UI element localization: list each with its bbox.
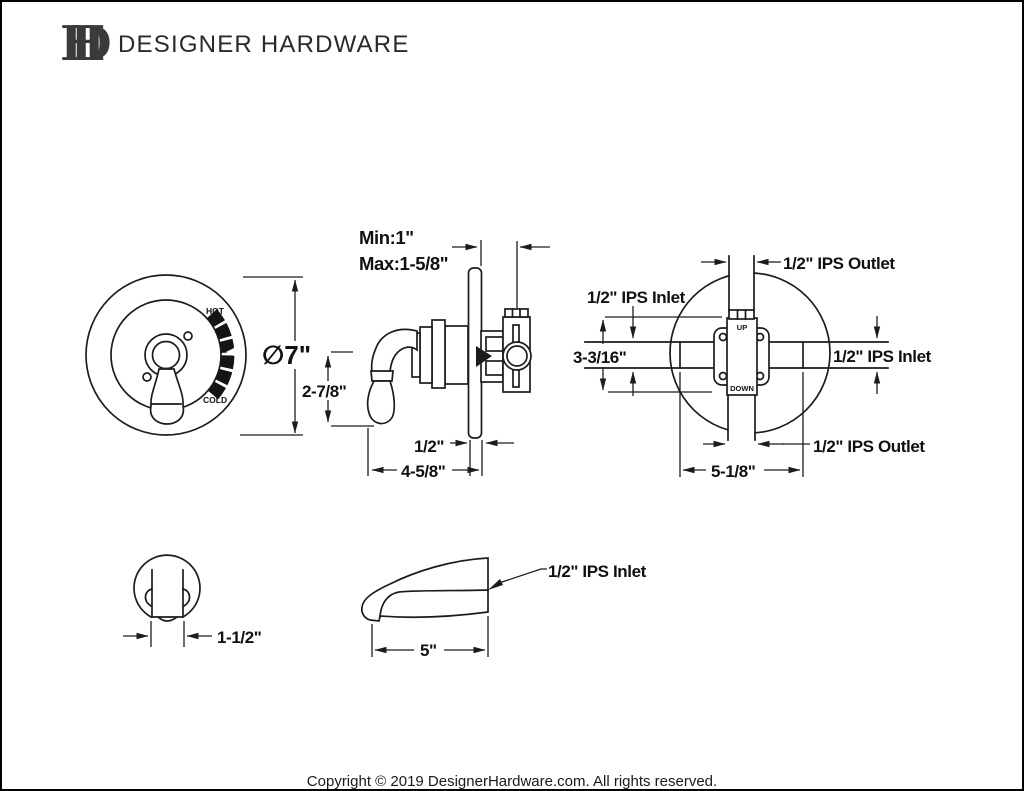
leader-line <box>498 568 547 584</box>
leader-arrowhead <box>488 579 503 590</box>
knob-hook-right <box>181 587 191 608</box>
top-pipe-lines <box>728 255 755 312</box>
cartridge-detail <box>485 336 504 352</box>
handle-drop-label: 2-7/8" <box>302 382 346 401</box>
spout-inlet-label: 1/2" IPS Inlet <box>548 562 647 581</box>
pipe-mask <box>729 256 754 311</box>
cap-divider-lines <box>736 309 747 320</box>
valve-body-rear <box>726 317 758 396</box>
temperature-indicator-arc <box>207 309 235 401</box>
min-depth-label: Min:1" <box>359 227 414 248</box>
right-pipe-lines <box>766 341 889 369</box>
cold-label: COLD <box>203 395 227 405</box>
lever-handle-front <box>149 368 185 425</box>
left-pipe-lines <box>584 341 717 369</box>
rear-view: UP DOWN 1/2" IPS Outlet 1/2" IPS Inlet 3… <box>573 254 932 481</box>
screw-hole <box>142 372 152 382</box>
cap-divider-lines <box>511 308 521 318</box>
spout-length-label: 5" <box>420 641 437 660</box>
screw-hole <box>183 331 193 341</box>
lever-bulb-side <box>366 380 396 425</box>
copyright-text: Copyright © 2019 DesignerHardware.com. A… <box>307 773 717 790</box>
total-depth-label: 4-5/8" <box>401 462 445 481</box>
bottom-pipe-lines <box>727 394 756 441</box>
max-depth-label: Max:1-5/8" <box>359 253 448 274</box>
knob-base-bump <box>156 615 179 622</box>
bottom-outlet-label: 1/2" IPS Outlet <box>813 437 925 456</box>
plate-offset-label: 1/2" <box>414 437 444 456</box>
down-label: DOWN <box>730 384 754 393</box>
trim-plate-outer-circle <box>85 274 247 436</box>
valve-port-inner <box>506 345 528 367</box>
valve-top-cap-rear <box>728 309 755 320</box>
lever-neck-ring <box>370 370 394 382</box>
temperature-arc-notch <box>226 344 242 360</box>
brand-name: DESIGNER HARDWARE <box>118 31 410 58</box>
left-inlet-label: 1/2" IPS Inlet <box>587 288 686 307</box>
body-width-label: 5-1/8" <box>711 462 755 481</box>
handle-end-view: 1-1/2" <box>123 554 262 647</box>
port-spacing-label: 3-3/16" <box>573 348 626 367</box>
top-outlet-label: 1/2" IPS Outlet <box>783 254 895 273</box>
brand-header: H D DESIGNER HARDWARE <box>60 16 410 72</box>
handle-hub-inner-circle <box>151 340 181 370</box>
spout-inner-wall <box>379 589 489 618</box>
diameter-label: ∅7" <box>262 340 311 370</box>
side-view: Min:1" Max:1-5/8" 2-7/8" <box>302 227 550 481</box>
spout-view: 1/2" IPS Inlet 5" <box>360 557 647 660</box>
cartridge-stem-arrow <box>476 346 492 367</box>
knob-hook-left <box>144 587 154 608</box>
knob-outline <box>133 554 201 618</box>
lever-arm-side <box>370 328 418 373</box>
brand-monogram-d: D <box>70 16 112 72</box>
cartridge-detail <box>485 360 504 376</box>
sleeve-ring <box>444 325 469 385</box>
pipe-mask <box>728 395 755 440</box>
right-inlet-label: 1/2" IPS Inlet <box>833 347 932 366</box>
spout-outline <box>360 557 489 622</box>
front-view: HOT COLD ∅7" <box>85 274 311 436</box>
valve-top-cap-side <box>504 308 529 318</box>
up-label: UP <box>737 323 747 332</box>
hot-label: HOT <box>206 306 225 316</box>
sleeve-flange <box>431 319 446 389</box>
knob-inner-lines <box>151 569 184 618</box>
sleeve-ring <box>419 326 433 384</box>
brand-monogram-h: H <box>60 16 105 72</box>
knob-width-label: 1-1/2" <box>217 628 261 647</box>
